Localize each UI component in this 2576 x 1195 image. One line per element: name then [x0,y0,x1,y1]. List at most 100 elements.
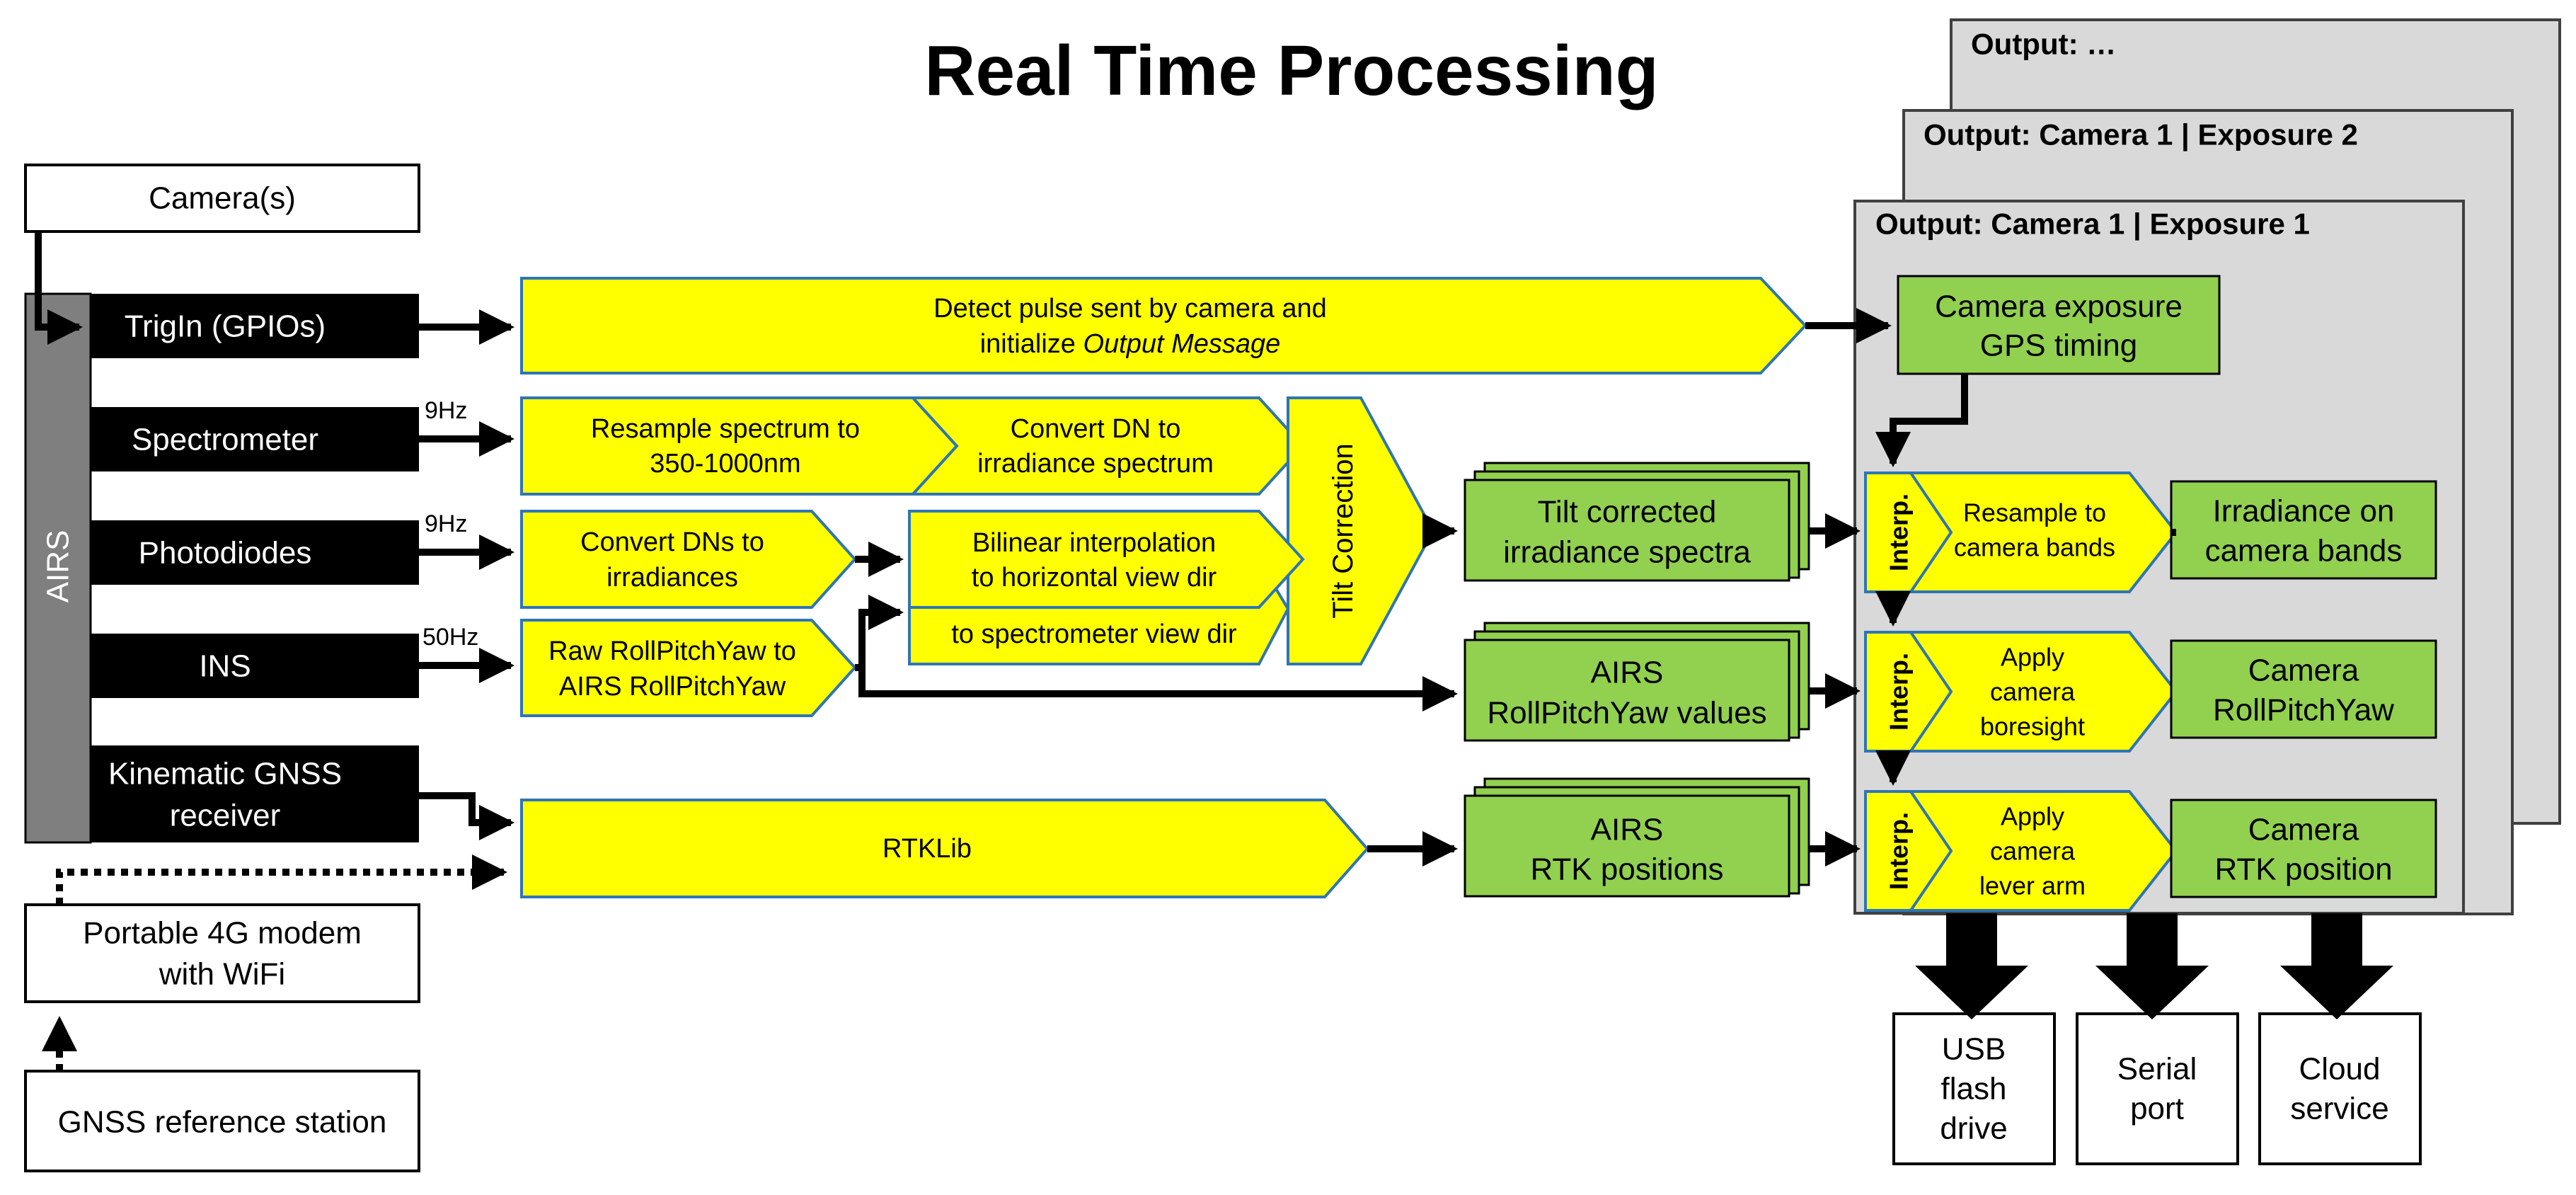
resample-spectrum-line1: Resample spectrum to [591,414,860,444]
camera-rtk-line1: Camera [2248,813,2359,847]
convert-dns-line2: irradiances [606,563,738,593]
spectrometer-label: Spectrometer [132,423,318,457]
irradiance-bands-box [2170,480,2437,580]
airs-rpy-line1: AIRS [1591,656,1664,690]
reference-station-label: GNSS reference station [58,1105,387,1140]
output-panel-front-label: Output: Camera 1 | Exposure 1 [1875,207,2310,241]
detect-pulse-line1: Detect pulse sent by camera and [933,294,1327,324]
rtklib-step [520,799,1369,898]
serial-line2: port [2130,1092,2184,1126]
photodiodes-box [91,520,419,585]
gnss-receiver-label-line1: Kinematic GNSS [108,757,342,791]
boresight-line2: camera [1990,677,2076,707]
gnss-to-rtklib-arrow [419,792,514,840]
leverarm-line1: Apply [2001,802,2064,831]
cameras-box [24,164,420,233]
diagram-title: Real Time Processing [924,31,1659,110]
convert-dns-line1: Convert DNs to [580,527,764,557]
tilt-spectra-box [1464,479,1790,582]
leverarm-line3: lever arm [1979,871,2086,900]
airs-bar [24,292,92,844]
detect-pulse-line2-em: Output Message [1083,329,1280,359]
input-section: Camera(s) AIRS TrigIn (GPIOs) Spectromet… [24,164,420,1172]
rpy-conversion-line1: Raw RollPitchYaw to [548,636,796,666]
rpy-conversion-line2: AIRS RollPitchYaw [559,672,786,702]
interp-leverarm-step [1864,790,2178,912]
destination-sinks [1892,1012,2422,1165]
tilt-spectra-line2: irradiance spectra [1503,535,1751,570]
airs-rtk-box [1464,794,1790,898]
tilt-spectra-line1: Tilt corrected [1538,495,1717,530]
airs-rtk-line1: AIRS [1591,813,1664,847]
camera-rpy-box [2170,639,2437,739]
airs-rpy-box [1464,639,1790,742]
resample-spectrum-line2: 350-1000nm [650,449,800,479]
usb-line2: flash [1941,1072,2007,1107]
irradiance-bands-line1: Irradiance on [2213,494,2395,529]
rtklib-label: RTKLib [882,834,972,864]
interp-label-1: Interp. [1885,493,1914,571]
boresight-line1: Apply [2001,643,2064,672]
usb-down-arrow [1915,913,2028,1019]
output-contents [1864,275,2437,912]
modem-to-rtklib-arrow [56,854,507,905]
rpy-to-view-arrow [858,595,904,668]
airs-rpy-line2: RollPitchYaw values [1487,696,1766,731]
usb-drive-box [1892,1012,2056,1165]
exposure-to-interp-arrow [1875,374,1968,467]
cameras-label: Camera(s) [149,181,296,216]
convert-dn-line1: Convert DN to [1011,414,1181,444]
tilt-correction-label: Tilt Correction [1328,443,1359,618]
usb-line3: drive [1940,1111,2007,1146]
resample-bands-line2: camera bands [1954,533,2115,562]
cloud-line2: service [2290,1092,2388,1126]
trigin-label: TrigIn (GPIOs) [125,309,326,344]
rpy-to-airs-rpy-arrow [855,664,1458,711]
photodiodes-label: Photodiodes [139,536,312,571]
sink-arrows [1915,913,2393,1019]
cloud-down-arrow [2280,913,2393,1019]
connector-arrows [35,231,2176,867]
trigin-box [91,294,419,358]
spectrometer-box [91,407,419,471]
rate-spectrometer: 9Hz [425,397,467,424]
irradiance-bands-line2: camera bands [2205,534,2403,568]
resample-bands-line1: Resample to [1963,498,2106,527]
bilinear-interp-step [908,510,1305,609]
camera-rpy-line1: Camera [2248,653,2359,688]
airs-label: AIRS [41,530,76,603]
exposure-timing-box [1897,275,2221,375]
exposure-timing-line2: GPS timing [1980,328,2138,363]
bilinear-interp-line1: Bilinear interpolation [972,528,1216,558]
processing-steps [520,277,1807,898]
exposure-timing-line1: Camera exposure [1935,290,2183,324]
boresight-line3: boresight [1980,712,2085,741]
convert-dn-step [909,396,1305,496]
interp-boresight-step [1864,631,2178,753]
gnss-receiver-label-line2: receiver [170,799,281,833]
serial-port-box [2076,1012,2239,1165]
detect-pulse-line2: initialize Output Message [980,329,1281,359]
rate-ins: 50Hz [422,624,478,651]
camera-rpy-line2: RollPitchYaw [2213,693,2394,728]
convert-dn-line2: irradiance spectrum [977,449,1214,479]
modem-label-line1: Portable 4G modem [83,916,362,951]
interp-label-2: Interp. [1885,653,1914,731]
camera-rtk-box [2170,799,2437,898]
airs-rtk-line2: RTK positions [1530,852,1723,887]
cloud-service-box [2258,1012,2422,1165]
output-panel-middle-label: Output: Camera 1 | Exposure 2 [1924,118,2358,152]
camera-rtk-line2: RTK position [2214,852,2392,887]
detect-pulse-line2-prefix: initialize [980,329,1083,359]
gnss-receiver-box [91,745,419,842]
camera-to-trigin-arrow [35,231,83,345]
tilt-correction-step [1287,396,1435,665]
interp-resample-step [1864,471,2178,593]
interp-label-3: Interp. [1885,812,1914,890]
cloud-line1: Cloud [2299,1052,2381,1087]
bilinear-interp-line2: to horizontal view dir [972,563,1217,593]
output-panel-back-label: Output: … [1971,28,2116,61]
convert-dns-step [520,510,857,609]
resample-spectrum-step [520,396,959,496]
modem-label-line2: with WiFi [159,957,285,992]
